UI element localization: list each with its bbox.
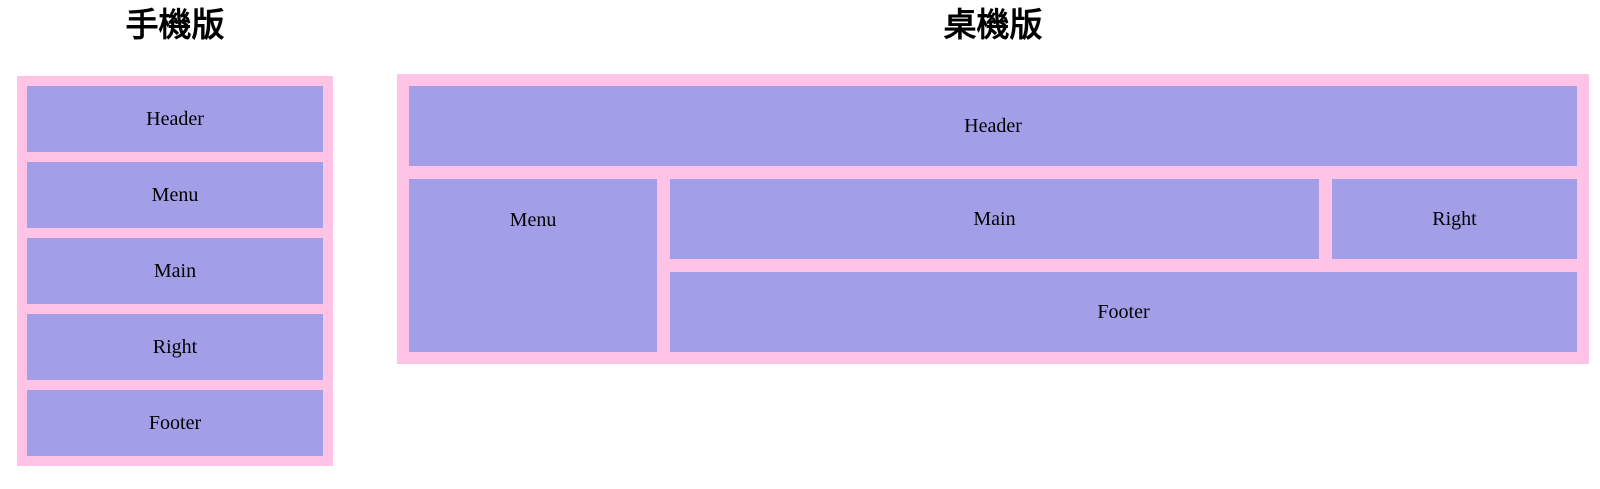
- desktop-header-label: Header: [964, 114, 1022, 137]
- desktop-layout-container: Header Menu Main Right Footer: [397, 74, 1589, 364]
- mobile-menu-box: Menu: [27, 162, 323, 228]
- mobile-footer-box: Footer: [27, 390, 323, 456]
- desktop-menu-box: Menu: [409, 179, 657, 352]
- mobile-layout-title: 手機版: [125, 6, 225, 43]
- desktop-main-box: Main: [670, 179, 1319, 259]
- desktop-main-label: Main: [973, 207, 1016, 230]
- mobile-main-box: Main: [27, 238, 323, 304]
- desktop-layout-title: 桌機版: [943, 6, 1043, 43]
- mobile-header-label: Header: [146, 107, 204, 130]
- desktop-footer-label: Footer: [1097, 300, 1150, 323]
- mobile-header-box: Header: [27, 86, 323, 152]
- mobile-layout-container: Header Menu Main Right Footer: [17, 76, 333, 466]
- desktop-menu-label: Menu: [509, 209, 557, 231]
- mobile-right-label: Right: [152, 335, 198, 358]
- mobile-footer-label: Footer: [148, 411, 202, 434]
- desktop-right-label: Right: [1432, 207, 1477, 230]
- mobile-menu-label: Menu: [151, 183, 199, 206]
- mobile-right-box: Right: [27, 314, 323, 380]
- desktop-header-box: Header: [409, 86, 1577, 166]
- desktop-footer-box: Footer: [670, 272, 1577, 352]
- mobile-main-label: Main: [153, 259, 197, 282]
- desktop-right-box: Right: [1332, 179, 1577, 259]
